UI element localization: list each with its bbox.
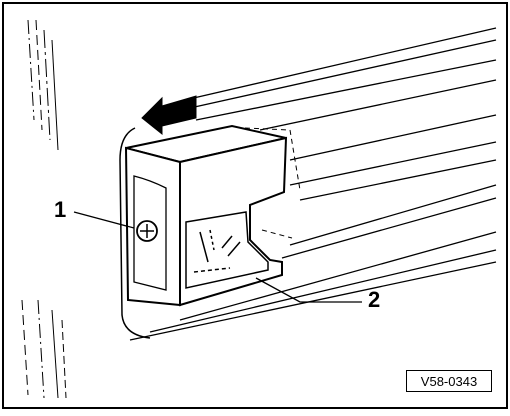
reference-code-text: V58-0343 (420, 373, 478, 389)
sill-end-cap (119, 127, 151, 339)
door-frame-lines (21, 19, 67, 399)
leader-line-2 (255, 277, 362, 303)
outer-frame (2, 2, 508, 409)
sill-trim-profile (129, 27, 497, 341)
arrow-left-icon (141, 95, 197, 136)
callout-2-label: 2 (368, 287, 381, 312)
callout-1-label: 1 (54, 197, 67, 222)
screw-head-icon (136, 220, 158, 242)
front-recess (133, 175, 167, 291)
reference-code-box: V58-0343 (406, 370, 492, 392)
retaining-clip (124, 124, 288, 307)
hidden-edges (244, 127, 301, 239)
clip-slot (185, 211, 269, 289)
leader-line-1 (73, 211, 135, 229)
